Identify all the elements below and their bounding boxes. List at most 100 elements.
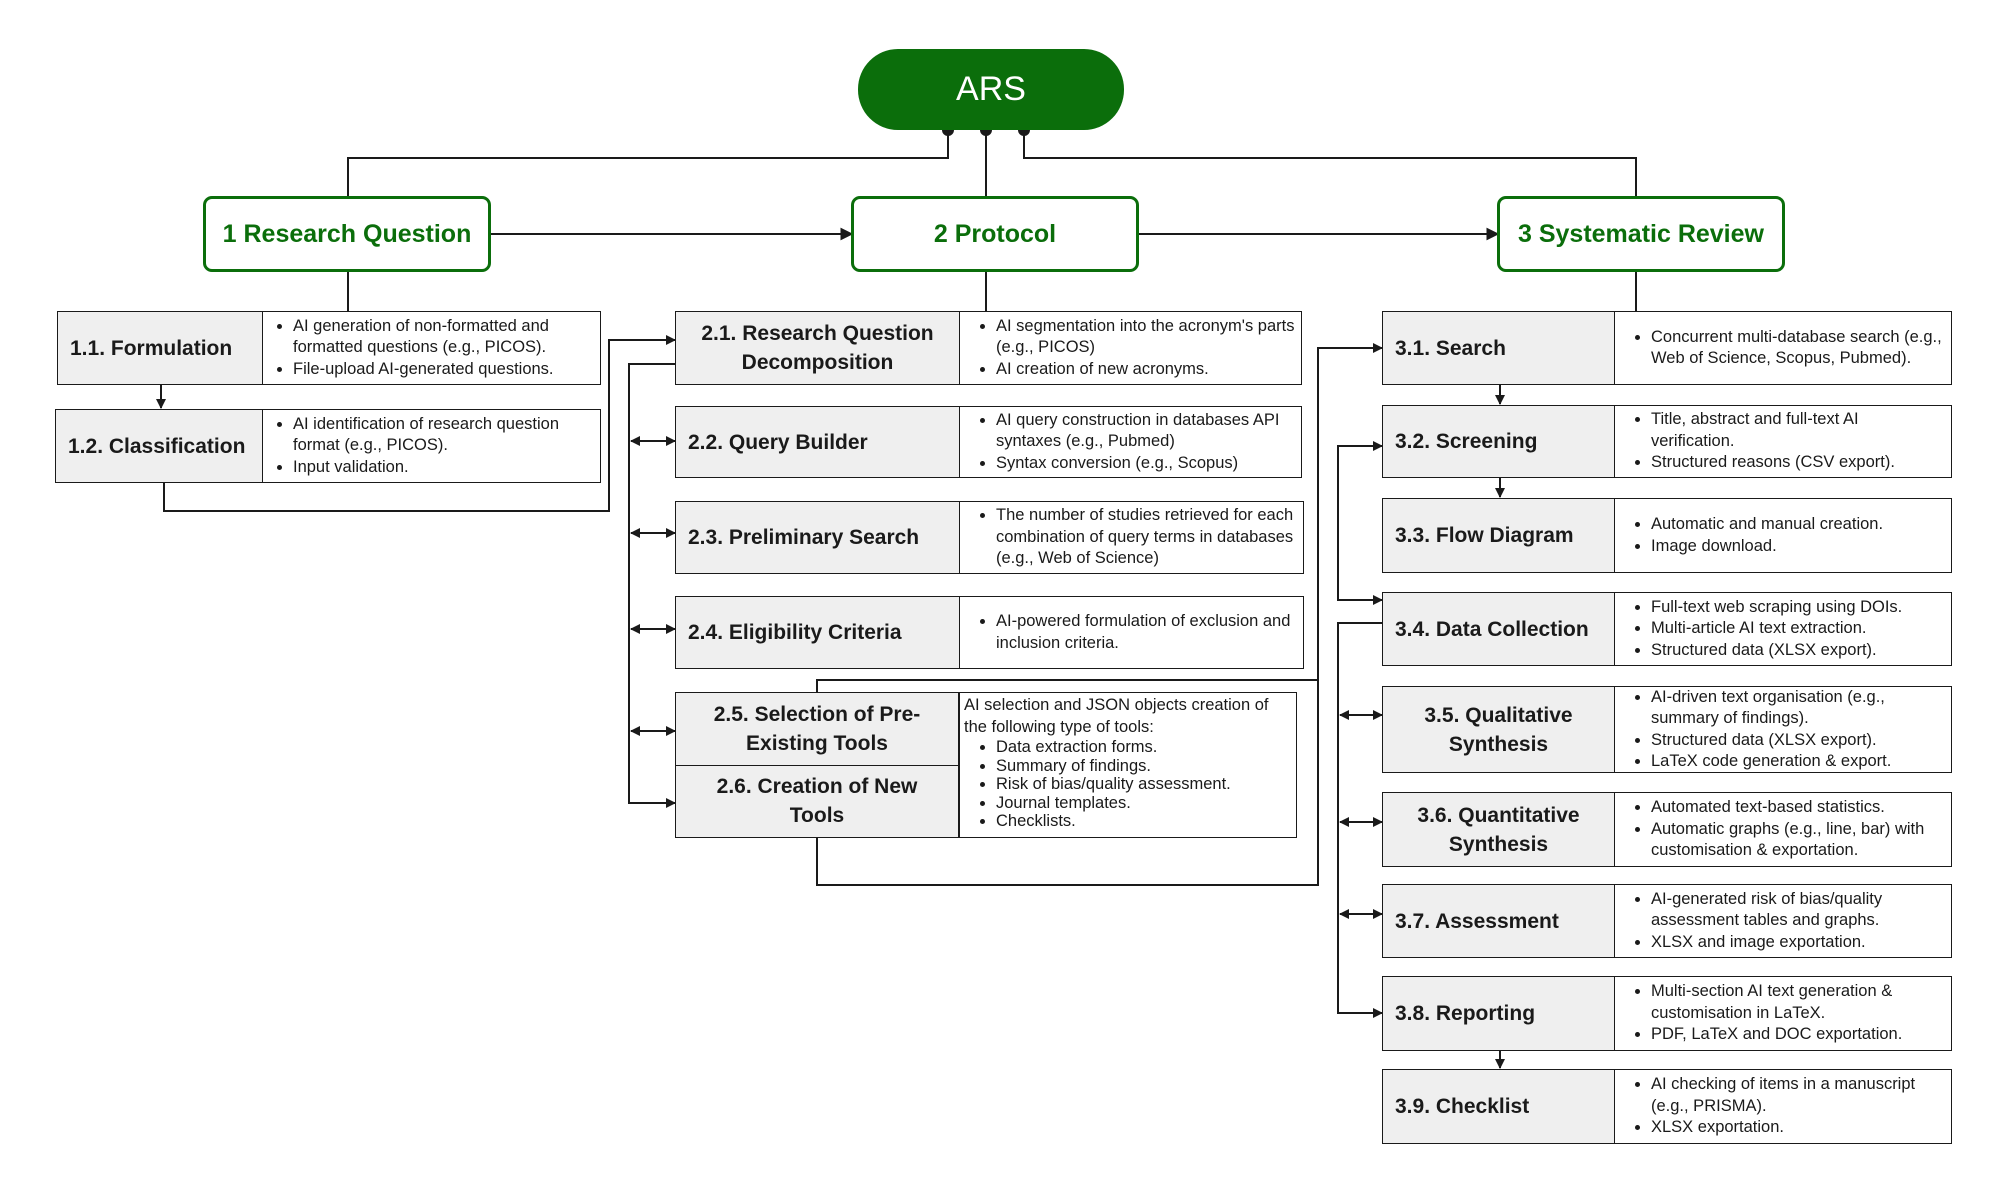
bullet: Automatic graphs (e.g., line, bar) with … bbox=[1651, 819, 1945, 862]
bullet: Input validation. bbox=[293, 457, 594, 479]
step-1-1-formulation: 1.1. Formulation AI generation of non-fo… bbox=[57, 311, 601, 385]
bullet: LaTeX code generation & export. bbox=[1651, 751, 1945, 772]
bullet: AI segmentation into the acronym's parts… bbox=[996, 316, 1295, 359]
bullet-list: AI-powered formulation of exclusion and … bbox=[964, 611, 1297, 654]
bullet: AI generation of non-formatted and forma… bbox=[293, 316, 594, 359]
step-description: Full-text web scraping using DOIs. Multi… bbox=[1615, 593, 1951, 665]
ars-root-node: ARS bbox=[858, 49, 1124, 130]
step-label: 1.1. Formulation bbox=[58, 312, 263, 384]
bullet: Concurrent multi-database search (e.g., … bbox=[1651, 327, 1945, 370]
step-label: 3.6. Quantitative Synthesis bbox=[1383, 793, 1615, 866]
link-2-6-to-3-1 bbox=[816, 343, 1383, 886]
step-description: Title, abstract and full-text AI verific… bbox=[1615, 406, 1951, 477]
phase-research-question: 1 Research Question bbox=[203, 196, 491, 272]
phase-systematic-review: 3 Systematic Review bbox=[1497, 196, 1785, 272]
phase-title: 2 Protocol bbox=[933, 219, 1057, 248]
step-label: 1.2. Classification bbox=[56, 410, 263, 482]
step-3-5-qualitative-synthesis: 3.5. Qualitative Synthesis AI-driven tex… bbox=[1382, 686, 1952, 773]
step-description: Automated text-based statistics. Automat… bbox=[1615, 793, 1951, 866]
step-description: Multi-section AI text generation & custo… bbox=[1615, 977, 1951, 1050]
step-label: 3.1. Search bbox=[1383, 312, 1615, 384]
bullet: AI-powered formulation of exclusion and … bbox=[996, 611, 1297, 654]
bullet-list: Data extraction forms. Summary of findin… bbox=[964, 738, 1290, 831]
step-3-9-checklist: 3.9. Checklist AI checking of items in a… bbox=[1382, 1069, 1952, 1144]
step-3-8-reporting: 3.8. Reporting Multi-section AI text gen… bbox=[1382, 976, 1952, 1051]
bullet-list: Title, abstract and full-text AI verific… bbox=[1619, 409, 1945, 474]
step-2-3-preliminary-search: 2.3. Preliminary Search The number of st… bbox=[675, 501, 1304, 574]
bullet: Image download. bbox=[1651, 536, 1945, 558]
bullet: AI-driven text organisation (e.g., summa… bbox=[1651, 687, 1945, 730]
bullet: Automated text-based statistics. bbox=[1651, 797, 1945, 819]
bullet: AI query construction in databases API s… bbox=[996, 410, 1295, 453]
link-ars-phase3 bbox=[1023, 130, 1637, 196]
bullet: AI checking of items in a manuscript (e.… bbox=[1651, 1074, 1945, 1117]
bullet: AI creation of new acronyms. bbox=[996, 359, 1295, 381]
step-description: AI segmentation into the acronym's parts… bbox=[960, 312, 1301, 384]
step-description: AI-driven text organisation (e.g., summa… bbox=[1615, 687, 1951, 772]
step-label: 2.2. Query Builder bbox=[676, 407, 960, 477]
step-description: AI selection and JSON objects creation o… bbox=[960, 693, 1296, 837]
phase-title: 3 Systematic Review bbox=[1518, 219, 1764, 248]
step-description: Automatic and manual creation. Image dow… bbox=[1615, 499, 1951, 572]
bullet-list: AI generation of non-formatted and forma… bbox=[267, 316, 594, 381]
bullet-list: AI segmentation into the acronym's parts… bbox=[964, 316, 1295, 381]
step-label: 3.3. Flow Diagram bbox=[1383, 499, 1615, 572]
step-description: AI checking of items in a manuscript (e.… bbox=[1615, 1070, 1951, 1143]
step-label-2-6: 2.6. Creation of New Tools bbox=[676, 764, 959, 837]
phase-title: 1 Research Question bbox=[222, 219, 472, 248]
bullet: AI-generated risk of bias/quality assess… bbox=[1651, 889, 1945, 932]
step-label: 3.4. Data Collection bbox=[1383, 593, 1615, 665]
bullet: File-upload AI-generated questions. bbox=[293, 359, 594, 381]
bullet-list: Concurrent multi-database search (e.g., … bbox=[1619, 327, 1945, 370]
step-3-2-screening: 3.2. Screening Title, abstract and full-… bbox=[1382, 405, 1952, 478]
step-label: 3.2. Screening bbox=[1383, 406, 1615, 477]
bullet-list: AI query construction in databases API s… bbox=[964, 410, 1295, 475]
step-description: AI query construction in databases API s… bbox=[960, 407, 1301, 477]
bullet: Journal templates. bbox=[996, 794, 1290, 813]
step-3-6-quantitative-synthesis: 3.6. Quantitative Synthesis Automated te… bbox=[1382, 792, 1952, 867]
bullet-list: The number of studies retrieved for each… bbox=[964, 505, 1297, 570]
step-2-2-query-builder: 2.2. Query Builder AI query construction… bbox=[675, 406, 1302, 478]
bullet-list: Full-text web scraping using DOIs. Multi… bbox=[1619, 597, 1945, 662]
bullet-list: AI identification of research question f… bbox=[267, 414, 594, 479]
step-2-4-eligibility-criteria: 2.4. Eligibility Criteria AI-powered for… bbox=[675, 596, 1304, 669]
step-description: AI-powered formulation of exclusion and … bbox=[960, 597, 1303, 668]
step-2-1-research-question-decomposition: 2.1. Research Question Decomposition AI … bbox=[675, 311, 1302, 385]
bullet: Multi-article AI text extraction. bbox=[1651, 618, 1945, 640]
bullet-list: Automatic and manual creation. Image dow… bbox=[1619, 514, 1945, 557]
bullet: Data extraction forms. bbox=[996, 738, 1290, 757]
step-label: 2.1. Research Question Decomposition bbox=[676, 312, 960, 384]
step-label: 3.9. Checklist bbox=[1383, 1070, 1615, 1143]
tools-labels: 2.5. Selection of Pre-Existing Tools 2.6… bbox=[676, 693, 960, 837]
bullet: Structured data (XLSX export). bbox=[1651, 730, 1945, 752]
step-3-7-assessment: 3.7. Assessment AI-generated risk of bia… bbox=[1382, 884, 1952, 958]
link-ars-phase1 bbox=[347, 130, 949, 196]
bullet: Summary of findings. bbox=[996, 757, 1290, 776]
step-3-3-flow-diagram: 3.3. Flow Diagram Automatic and manual c… bbox=[1382, 498, 1952, 573]
step-description: Concurrent multi-database search (e.g., … bbox=[1615, 312, 1951, 384]
phase-protocol: 2 Protocol bbox=[851, 196, 1139, 272]
col3-spine bbox=[1337, 622, 1383, 1018]
step-label: 2.4. Eligibility Criteria bbox=[676, 597, 960, 668]
bullet-list: AI checking of items in a manuscript (e.… bbox=[1619, 1074, 1945, 1139]
bullet: Automatic and manual creation. bbox=[1651, 514, 1945, 536]
bullet: Checklists. bbox=[996, 812, 1290, 831]
step-3-4-data-collection: 3.4. Data Collection Full-text web scrap… bbox=[1382, 592, 1952, 666]
bullet-list: AI-driven text organisation (e.g., summa… bbox=[1619, 687, 1945, 772]
bullet: AI identification of research question f… bbox=[293, 414, 594, 457]
bullet-list: AI-generated risk of bias/quality assess… bbox=[1619, 889, 1945, 954]
step-2-5-2-6-tools: 2.5. Selection of Pre-Existing Tools 2.6… bbox=[675, 692, 1297, 838]
bullet-list: Automated text-based statistics. Automat… bbox=[1619, 797, 1945, 862]
bullet: Full-text web scraping using DOIs. bbox=[1651, 597, 1945, 619]
link-1-2-to-2-1 bbox=[163, 335, 676, 512]
step-1-2-classification: 1.2. Classification AI identification of… bbox=[55, 409, 601, 483]
step-label: 3.5. Qualitative Synthesis bbox=[1383, 687, 1615, 772]
step-label: 2.3. Preliminary Search bbox=[676, 502, 960, 573]
tools-intro: AI selection and JSON objects creation o… bbox=[964, 696, 1269, 736]
bullet: The number of studies retrieved for each… bbox=[996, 505, 1297, 570]
bullet-list: Multi-section AI text generation & custo… bbox=[1619, 981, 1945, 1046]
bullet: PDF, LaTeX and DOC exportation. bbox=[1651, 1024, 1945, 1046]
bullet: Structured data (XLSX export). bbox=[1651, 640, 1945, 662]
step-label: 3.7. Assessment bbox=[1383, 885, 1615, 957]
